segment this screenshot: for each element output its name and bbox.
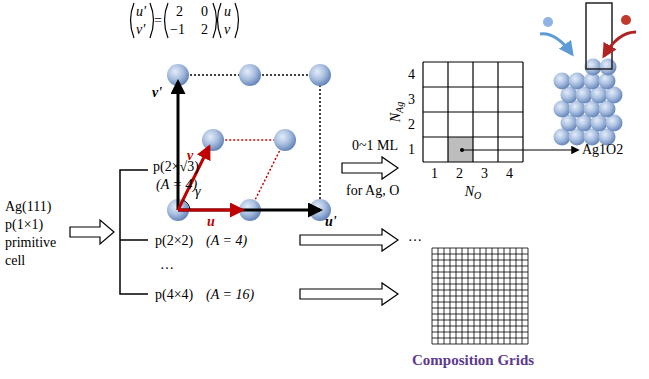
axis-title: NO [465,185,482,201]
axis-tick: 2 [408,118,415,132]
grid-line [497,62,498,162]
axis-tick: 3 [481,167,488,181]
atom-sphere [239,64,261,86]
axis-tick: 1 [408,143,415,157]
grid-line [528,248,529,344]
atom-sphere [585,59,602,76]
matrix-entry: 2 [201,23,208,37]
atom-sphere [554,73,571,90]
coverage-label: for Ag, O [346,184,399,198]
grid-line [510,248,511,344]
grid-line [432,314,528,315]
axis-subscript: Ag [394,102,405,113]
grid-line [423,161,523,162]
axis-tick: 2 [456,167,463,181]
grid-line [522,248,523,344]
matrix-entry: u' [136,5,146,19]
vector-label: u' [325,215,337,229]
cell-label: Ag(111) [5,200,51,214]
grid-line [432,332,528,333]
grid-line [432,296,528,297]
atom-sphere [569,73,586,90]
grid-line [498,248,499,344]
cell-label: primitive [5,236,56,250]
cell-label: p(1×1) [5,218,43,232]
ellipsis: … [408,230,422,244]
ellipsis: … [160,258,174,272]
atom-sphere [600,59,617,76]
cell-label: cell [5,254,25,268]
grid-line [423,136,523,137]
grid-line [522,62,523,162]
grid-line [432,320,528,321]
axis-title: NAg [389,102,405,122]
axis-symbol: N [465,184,474,199]
cell-name: p(2×2) [155,234,193,248]
grid-line [486,248,487,344]
atom-sphere [309,64,331,86]
cell-area: (A = 4) [206,234,247,248]
matrix-entry: −1 [170,23,185,37]
grid-line [423,111,523,112]
matrix-entry: 0 [201,5,208,19]
axis-symbol: N [388,113,403,122]
caption-text: Composition Grids [412,353,534,368]
atom-sphere [202,129,224,151]
axis-tick: 1 [431,167,438,181]
vector-label: u [207,215,215,229]
matrix-entry: 2 [176,5,183,19]
axis-tick: 4 [506,167,513,181]
cell-area: (A = 4) [156,178,197,192]
grid-line [516,248,517,344]
grid-line [432,338,528,339]
axis-subscript: O [474,190,481,201]
equals-sign: = [154,14,162,28]
grid-line [504,248,505,344]
grid-line [432,326,528,327]
matrix-entry: v [224,23,230,37]
grid-line [432,302,528,303]
cell-name: p(2×√3) [153,160,199,174]
coverage-label: 0~1 ML [352,139,398,153]
matrix-entry: u [224,5,231,19]
grid-line [432,344,528,345]
cell-area: (A = 16) [206,288,254,302]
axis-tick: 4 [408,68,415,82]
grid-line [492,248,493,344]
axis-tick: 3 [408,93,415,107]
vector-label: v' [152,86,162,100]
atom-sphere [274,129,296,151]
matrix-entry: v' [136,23,145,37]
cell-name: p(4×4) [155,288,193,302]
grid-line [432,308,528,309]
composition-label: Ag1O2 [582,143,623,157]
